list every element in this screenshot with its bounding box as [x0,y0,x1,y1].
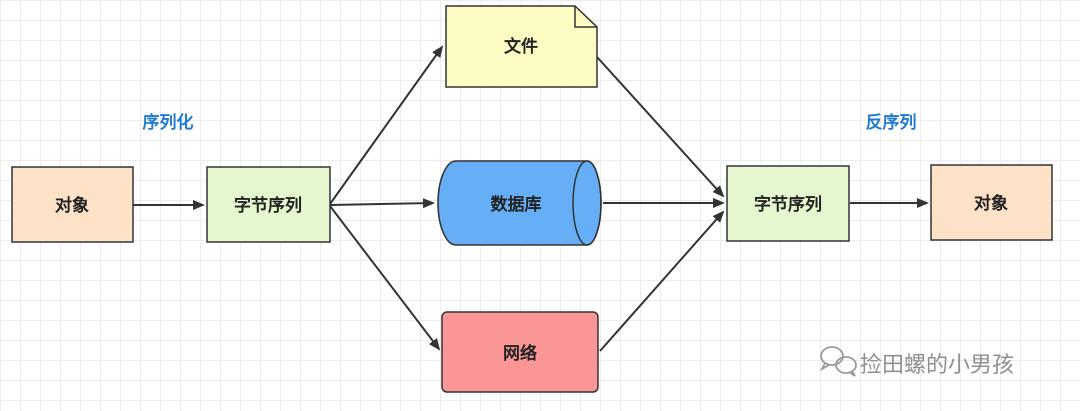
node-object-right[interactable]: 对象 [930,164,1053,241]
arrow-bytes-to-network [329,205,441,351]
arrow-bytes-to-database [329,198,435,209]
node-object-left[interactable]: 对象 [11,166,134,243]
node-object-left-label: 对象 [55,195,89,216]
node-object-right-label: 对象 [974,193,1008,214]
arrow-file-to-bytes [596,56,725,198]
node-bytes-left[interactable]: 字节序列 [206,166,331,243]
node-file[interactable]: 文件 [445,5,598,88]
arrow-bytes-to-file [329,45,444,205]
node-database-label: 数据库 [491,194,542,215]
wechat-icon [819,346,857,377]
node-network-label: 网络 [503,343,537,364]
connectors [133,45,929,352]
node-network[interactable]: 网络 [441,311,599,393]
arrow-network-to-bytes [599,210,725,352]
node-database[interactable]: 数据库 [437,160,602,246]
node-file-label: 文件 [504,36,538,57]
node-bytes-right[interactable]: 字节序列 [726,165,850,242]
serialize-label: 序列化 [143,112,194,133]
watermark-text: 捡田螺的小男孩 [860,353,1014,378]
node-bytes-right-label: 字节序列 [754,194,822,215]
watermark: 捡田螺的小男孩 [819,346,1014,378]
deserialize-label: 反序列 [866,112,917,133]
node-bytes-left-label: 字节序列 [234,195,302,216]
